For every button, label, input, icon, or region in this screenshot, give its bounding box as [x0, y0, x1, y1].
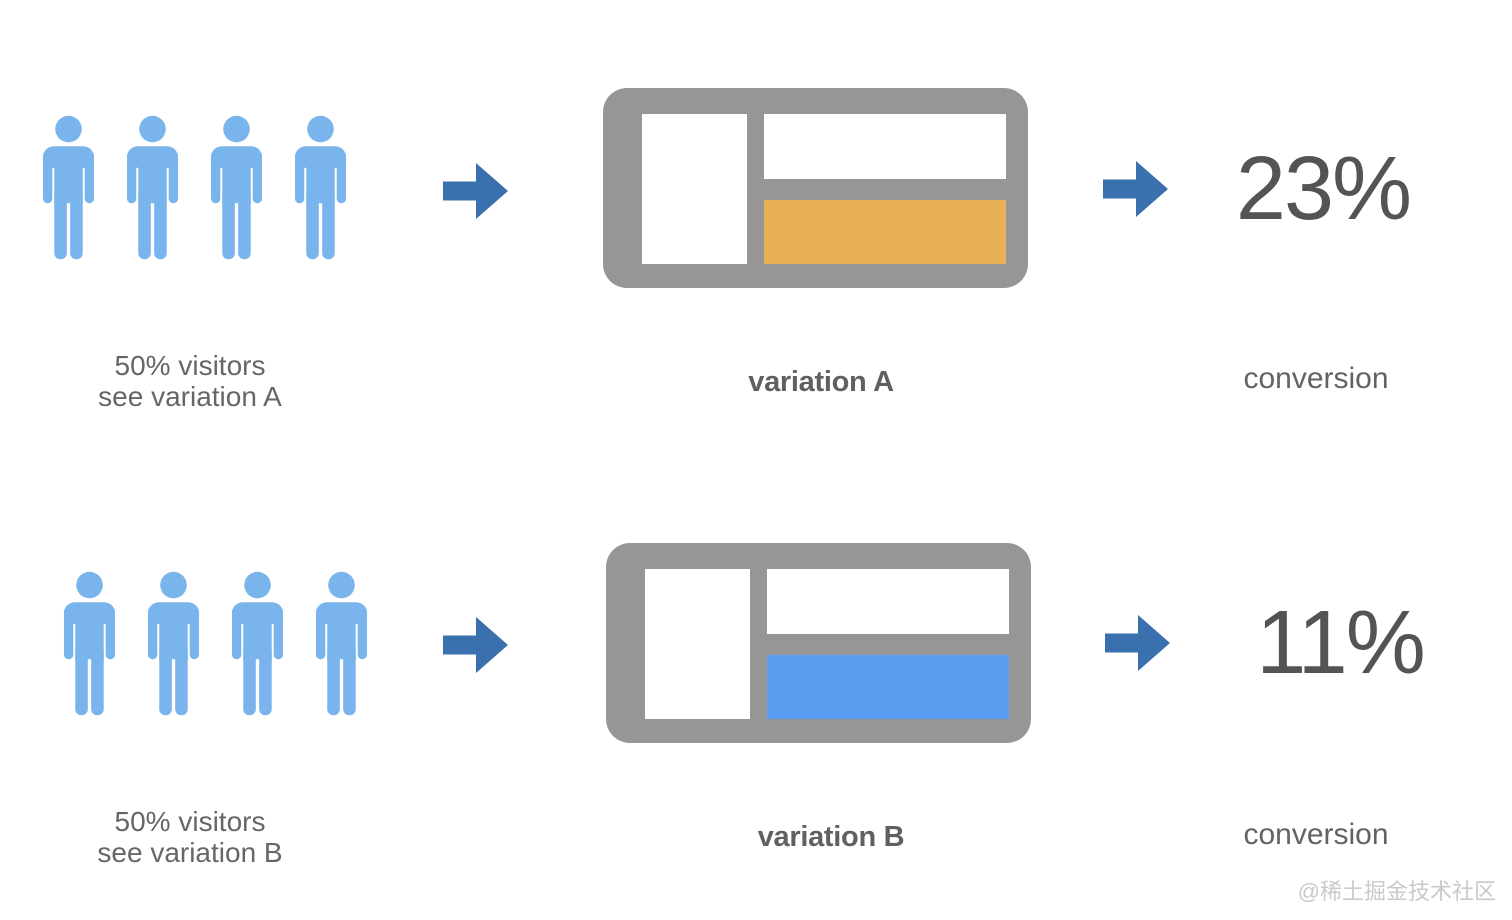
- conversion-value: 11%: [1256, 593, 1425, 693]
- visitor-split-caption: 50% visitors see variation A: [30, 350, 350, 412]
- person-icon: [42, 115, 95, 260]
- webpage-wireframe-b: [606, 543, 1031, 743]
- conversion-label: conversion: [1243, 818, 1389, 851]
- watermark: @稀土掘金技术社区: [1297, 879, 1496, 904]
- webpage-wireframe-a: [603, 88, 1028, 288]
- conversion-label: conversion: [1243, 362, 1389, 395]
- person-icon: [147, 571, 200, 716]
- arrow-right-icon: [1105, 615, 1170, 671]
- person-icon: [315, 571, 368, 716]
- visitor-group-a: [41, 114, 348, 261]
- person-icon: [294, 115, 347, 260]
- wireframe-sidebar-panel: [645, 569, 750, 719]
- person-icon: [231, 571, 284, 716]
- caption-line: 50% visitors: [114, 806, 266, 837]
- arrow-right-icon: [1103, 161, 1168, 217]
- wireframe-sidebar-panel: [642, 114, 747, 264]
- wireframe-header-panel: [764, 114, 1006, 179]
- visitor-split-caption: 50% visitors see variation B: [30, 806, 350, 868]
- caption-line: 50% visitors: [114, 350, 266, 381]
- person-icon: [63, 571, 116, 716]
- wireframe-header-panel: [767, 569, 1009, 634]
- variation-label: variation B: [757, 821, 905, 853]
- caption-line: see variation A: [98, 381, 282, 412]
- wireframe-highlight-bar: [764, 200, 1006, 264]
- arrow-right-icon: [443, 617, 508, 673]
- conversion-value: 23%: [1235, 139, 1412, 239]
- person-icon: [126, 115, 179, 260]
- variation-label: variation A: [748, 366, 894, 398]
- visitor-group-b: [62, 570, 369, 717]
- wireframe-highlight-bar: [767, 655, 1009, 719]
- caption-line: see variation B: [97, 837, 283, 868]
- arrow-right-icon: [443, 163, 508, 219]
- person-icon: [210, 115, 263, 260]
